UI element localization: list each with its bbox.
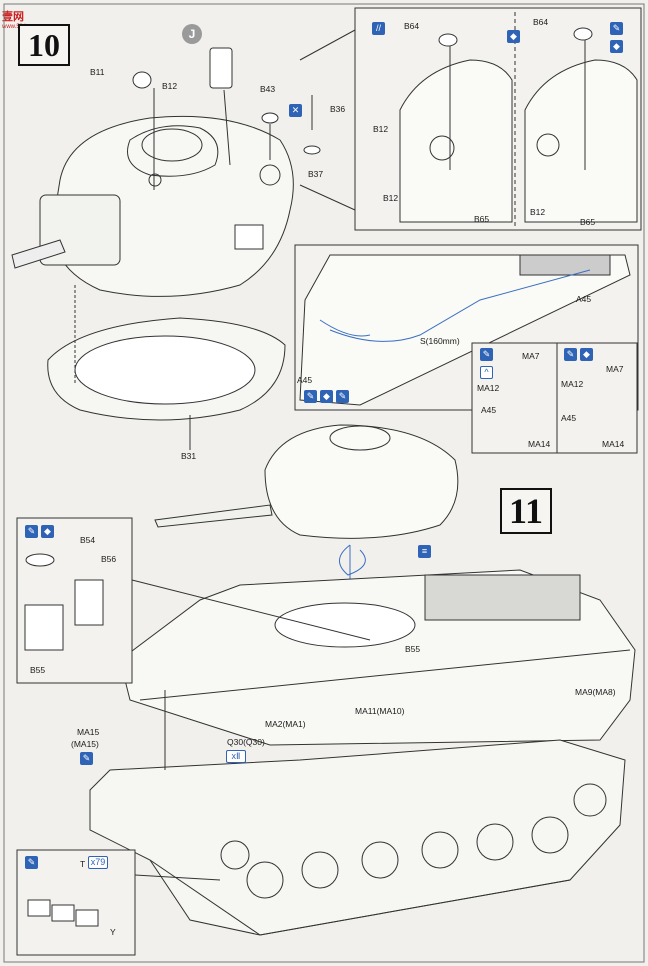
label-a45-a: A45 — [481, 405, 497, 415]
step-11-number: 11 — [500, 488, 552, 534]
label-ma14-b: MA14 — [602, 439, 625, 449]
detail-right-b65: B65 — [580, 217, 596, 227]
paint-icon: ✎ — [25, 525, 38, 538]
cement-icon: ◆ — [507, 30, 520, 43]
label-ma7-a: MA7 — [522, 351, 540, 361]
label-ma14-a: MA14 — [528, 439, 551, 449]
file-icon: // — [372, 22, 385, 35]
label-b12: B12 — [162, 81, 178, 91]
detail-right-b12: B12 — [530, 207, 546, 217]
paint-icon: ✎ — [336, 390, 349, 403]
detail-left-b12-bottom: B12 — [383, 193, 399, 203]
label-s160: S(160mm) — [420, 336, 460, 346]
label-b55-left: B55 — [30, 665, 46, 675]
count-badge: xⅡ — [226, 750, 246, 763]
label-b37: B37 — [308, 169, 324, 179]
paint-icon: ✎ — [80, 752, 93, 765]
cement-icon: ◆ — [580, 348, 593, 361]
label-y: Y — [110, 927, 116, 937]
label-ma15b: (MA15) — [71, 739, 99, 749]
label-ma15: MA15 — [77, 727, 100, 737]
paint-icon: ✎ — [610, 22, 623, 35]
rotate-icon: ^ — [480, 366, 493, 379]
label-b43: B43 — [260, 84, 276, 94]
count-badge-79: x79 — [88, 856, 108, 869]
paint-icon: ✎ — [480, 348, 493, 361]
paint-icon: ✎ — [25, 856, 38, 869]
detail-left-b64: B64 — [404, 21, 420, 31]
label-ma2: MA2(MA1) — [265, 719, 306, 729]
label-a45-top: A45 — [576, 294, 592, 304]
reference-circle-j: J — [182, 24, 202, 44]
label-q30: Q30(Q30) — [227, 737, 265, 747]
detail-left-b65: B65 — [474, 214, 490, 224]
cement-icon: ◆ — [41, 525, 54, 538]
label-a45-left: A45 — [297, 375, 313, 385]
clean-icon: ✕ — [289, 104, 302, 117]
label-b31: B31 — [181, 451, 197, 461]
label-b36: B36 — [330, 104, 346, 114]
label-ma11: MA11(MA10) — [355, 706, 405, 716]
label-ma7-b: MA7 — [606, 364, 624, 374]
label-a45-b: A45 — [561, 413, 577, 423]
step-10-number: 10 — [18, 24, 70, 66]
label-b55-right: B55 — [405, 644, 421, 654]
label-b11: B11 — [90, 67, 105, 77]
paint-icon: ✎ — [304, 390, 317, 403]
file-icon: ≡ — [418, 545, 431, 558]
paint-icon: ✎ — [564, 348, 577, 361]
label-b56: B56 — [101, 554, 117, 564]
label-ma9: MA9(MA8) — [575, 687, 616, 697]
cement-icon: ◆ — [610, 40, 623, 53]
detail-right-b64: B64 — [533, 17, 549, 27]
cement-icon: ◆ — [320, 390, 333, 403]
label-t: T — [80, 859, 86, 869]
label-ma12-b: MA12 — [561, 379, 584, 389]
label-ma12-a: MA12 — [477, 383, 500, 393]
detail-left-b12-top: B12 — [373, 124, 389, 134]
label-b54: B54 — [80, 535, 96, 545]
